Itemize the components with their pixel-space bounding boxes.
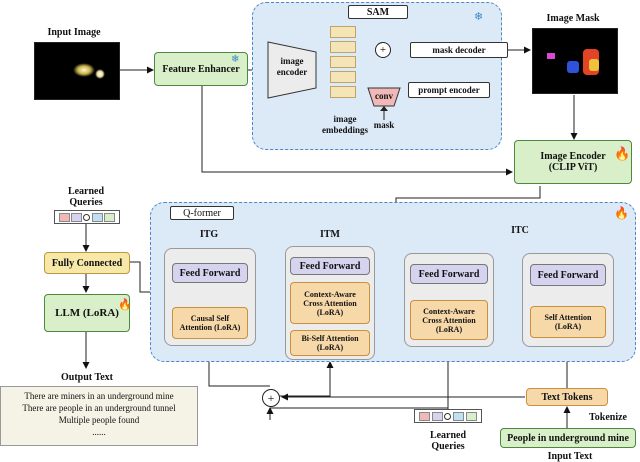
image-embeddings-label: image embeddings: [321, 114, 368, 135]
image-mask-thumbnail: [532, 28, 618, 94]
input-text-field: People in underground mine: [500, 428, 636, 448]
snowflake-icon: ❄: [231, 54, 240, 65]
itm-bi-self-attention: Bi-Self Attention(LoRA): [290, 330, 370, 356]
feature-enhancer-box: Feature Enhancer: [154, 52, 248, 86]
itm-feed-forward: Feed Forward: [290, 257, 370, 275]
itc-right-feed-forward: Feed Forward: [530, 264, 606, 286]
output-text-panel: There are miners in an underground mine …: [0, 386, 198, 446]
fire-icon: 🔥: [614, 146, 631, 161]
bottom-plus-node: +: [262, 389, 280, 407]
mask-arrow: [380, 106, 388, 120]
output-text-label: Output Text: [61, 372, 113, 383]
itg-feed-forward: Feed Forward: [172, 263, 248, 283]
clip-encoder-line1: Image Encoder: [540, 151, 606, 162]
prompt-encoder-box: prompt encoder: [408, 82, 490, 98]
input-image-thumbnail: [34, 42, 120, 100]
itm-head: ITM: [320, 229, 340, 240]
text-tokens-box: Text Tokens: [526, 388, 608, 406]
itc-self-attention: Self Attention(LoRA): [530, 306, 606, 338]
itg-head: ITG: [199, 229, 219, 240]
sam-title: SAM: [348, 5, 408, 19]
output-line: Multiple people found: [58, 415, 140, 425]
conv-shape: [367, 87, 401, 107]
qformer-title: Q-former: [170, 206, 234, 220]
learned-queries-top-tokens: [54, 210, 120, 224]
mask-label: mask: [373, 120, 395, 130]
output-line: There are miners in an underground mine: [24, 391, 174, 401]
fire-icon: 🔥: [118, 299, 132, 311]
feature-enhancer-label: Feature Enhancer: [162, 63, 240, 75]
itc-head: ITC: [511, 225, 529, 236]
image-encoder-shape: [267, 41, 317, 99]
clip-encoder-line2: (CLIP ViT): [548, 162, 598, 173]
image-embeddings-stack: [330, 26, 358, 110]
image-mask-label: Image Mask: [546, 13, 600, 24]
sam-plus-node: +: [375, 42, 391, 58]
snowflake-icon: ❄: [474, 11, 484, 23]
input-text-label: Input Text: [547, 451, 593, 462]
fire-icon: 🔥: [614, 206, 629, 220]
mask-decoder-box: mask decoder: [410, 42, 508, 58]
output-line: There are people in an underground tunne…: [22, 403, 176, 413]
learned-queries-top-label: Learned Queries: [67, 186, 105, 208]
tokenize-label: Tokenize: [589, 412, 627, 423]
itc-left-feed-forward: Feed Forward: [410, 264, 488, 284]
image-encoder-label: image encoder: [276, 56, 308, 77]
output-line: ......: [92, 427, 106, 437]
conv-label: conv: [375, 91, 393, 101]
learned-queries-bottom-tokens: [414, 409, 482, 423]
clip-image-encoder-box: Image Encoder (CLIP ViT): [514, 140, 632, 184]
fully-connected-box: Fully Connected: [44, 252, 130, 274]
llm-lora-box: LLM (LoRA): [44, 294, 130, 332]
learned-queries-bottom-label: Learned Queries: [429, 430, 467, 452]
input-image-label: Input Image: [47, 27, 101, 38]
